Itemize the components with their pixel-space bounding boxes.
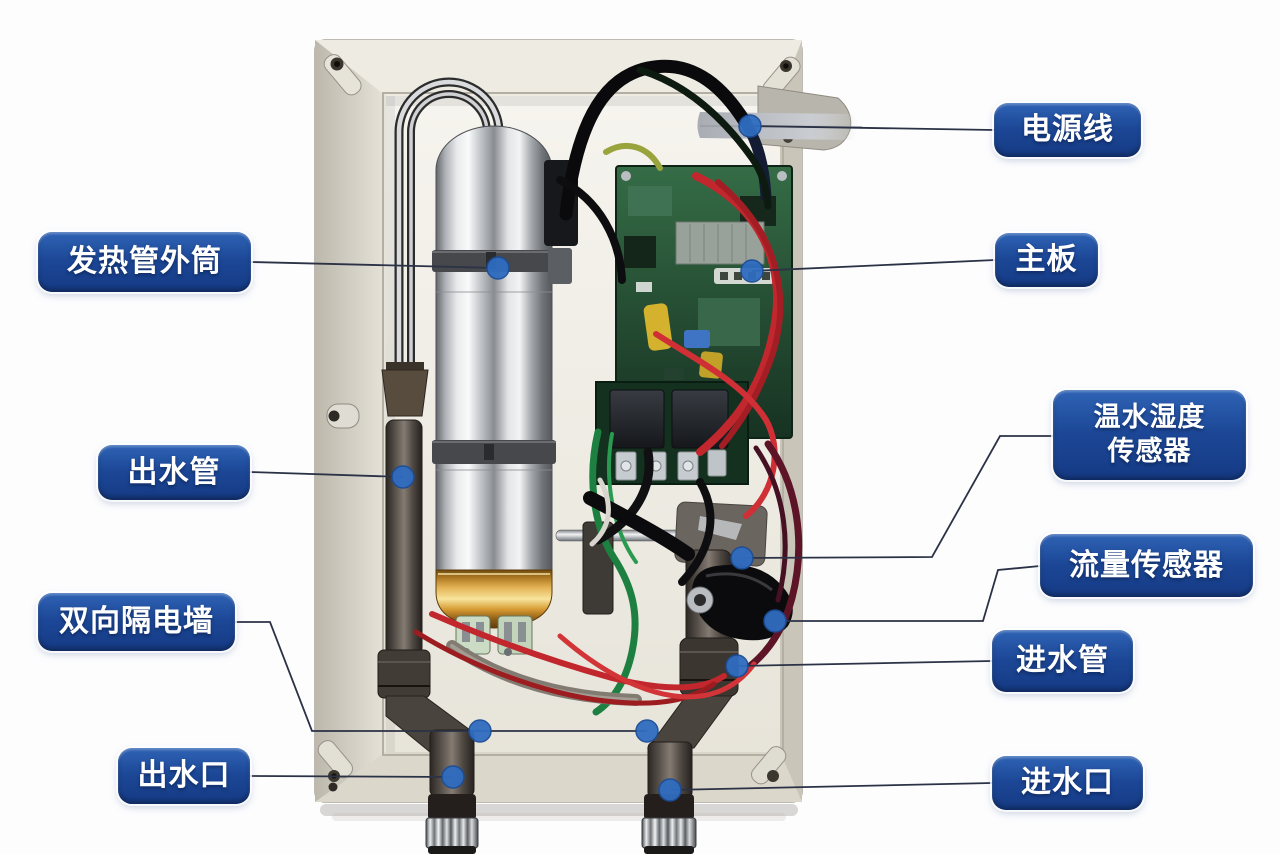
leader-power-cord <box>749 125 995 131</box>
callout-inlet-pipe: 进水管 <box>992 630 1133 692</box>
callout-main-board-text: 主板 <box>1015 242 1078 278</box>
leader-heating-tube-shell <box>250 261 499 269</box>
marker-dots <box>391 114 787 802</box>
callout-power-cord: 电源线 <box>994 103 1141 157</box>
marker-inlet-pipe <box>725 654 749 678</box>
leader-main-board <box>751 259 996 272</box>
marker-outlet-pipe <box>391 465 415 489</box>
leader-outlet-pipe <box>249 471 404 478</box>
leader-outlet-port <box>249 775 454 778</box>
outlet-pipe-assembly <box>377 362 479 854</box>
callout-heating-tube-shell: 发热管外筒 <box>38 232 251 292</box>
marker-isolation-wall-outlet <box>468 719 492 743</box>
callout-outlet-pipe-text: 出水管 <box>127 454 221 490</box>
callout-power-cord-text: 电源线 <box>1021 112 1114 148</box>
callout-main-board: 主板 <box>995 233 1098 287</box>
callout-inlet-port: 进水口 <box>992 756 1143 810</box>
leader-lines <box>235 125 1053 791</box>
leader-temp-humidity-sensor <box>741 435 1053 559</box>
callout-isolation-wall-text: 双向隔电墙 <box>59 604 214 640</box>
callout-temp-humidity-sensor: 温水湿度 传感器 <box>1053 390 1246 480</box>
u-shaped-thin-pipes <box>394 77 504 374</box>
callout-inlet-port-text: 进水口 <box>1021 765 1114 801</box>
marker-main-board <box>740 259 764 283</box>
marker-power-cord <box>738 114 762 138</box>
callout-outlet-port-text: 出水口 <box>137 758 231 794</box>
callout-outlet-port: 出水口 <box>118 748 250 804</box>
callout-inlet-pipe-text: 进水管 <box>1016 643 1109 679</box>
callout-temp-humidity-sensor-line1: 温水湿度 <box>1093 402 1206 434</box>
callout-flow-sensor-text: 流量传感器 <box>1069 547 1224 583</box>
heating-tube-outer-cylinder <box>432 125 556 656</box>
marker-isolation-wall-inlet <box>635 719 659 743</box>
marker-inlet-port <box>658 778 682 802</box>
callout-heating-tube-shell-text: 发热管外筒 <box>67 244 222 280</box>
leader-inlet-port <box>669 782 993 791</box>
marker-heating-tube-shell <box>486 256 510 280</box>
leader-flow-sensor <box>775 565 1041 622</box>
callout-flow-sensor: 流量传感器 <box>1040 534 1253 597</box>
marker-flow-sensor <box>763 609 787 633</box>
callout-outlet-pipe: 出水管 <box>98 445 250 500</box>
marker-outlet-port <box>441 765 465 789</box>
marker-temp-humidity-sensor <box>730 546 754 570</box>
leader-inlet-pipe <box>736 660 993 667</box>
callout-temp-humidity-sensor-line2: 传感器 <box>1107 436 1192 467</box>
callout-isolation-wall: 双向隔电墙 <box>38 593 235 651</box>
